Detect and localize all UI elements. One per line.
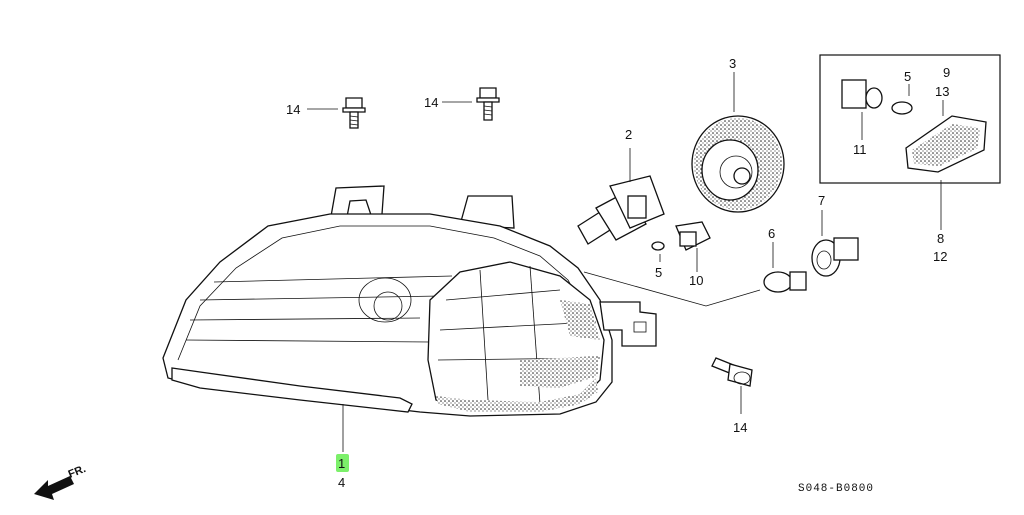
headlight-assembly xyxy=(162,185,657,417)
leader-lines xyxy=(307,72,944,452)
callout-10: 10 xyxy=(689,273,703,288)
arrow-left-icon xyxy=(34,476,74,500)
bolt-14-left xyxy=(342,97,366,129)
callout-14-left: 14 xyxy=(286,102,300,117)
callout-1: 1 xyxy=(338,456,345,471)
direction-label: FR. xyxy=(67,463,88,481)
halogen-bulb xyxy=(577,175,665,245)
front-direction-indicator: FR. xyxy=(34,463,88,500)
diagram-code: S048-B0800 xyxy=(798,483,874,495)
callout-13: 13 xyxy=(935,84,949,99)
position-bulb xyxy=(651,221,711,251)
callouts: 14 14 2 3 5 9 13 11 8 12 7 6 5 10 14 1 4 xyxy=(286,56,950,490)
callout-5-marker: 5 xyxy=(904,69,911,84)
callout-14-bottom: 14 xyxy=(733,420,747,435)
turn-signal-socket xyxy=(811,237,859,277)
callout-11: 11 xyxy=(853,142,867,157)
callout-2: 2 xyxy=(625,127,632,142)
callout-7: 7 xyxy=(818,193,825,208)
bulb-socket-ring xyxy=(691,115,785,213)
bolt-14-bottom xyxy=(711,357,753,387)
side-marker-group xyxy=(819,54,1001,184)
callout-8: 8 xyxy=(937,231,944,246)
callout-4: 4 xyxy=(338,475,345,490)
callout-12: 12 xyxy=(933,249,947,264)
callout-3: 3 xyxy=(729,56,736,71)
callout-9: 9 xyxy=(943,65,950,80)
turn-signal-bulb xyxy=(763,271,807,293)
callout-6: 6 xyxy=(768,226,775,241)
callout-5: 5 xyxy=(655,265,662,280)
highlight-marker xyxy=(336,454,349,472)
callout-14-middle: 14 xyxy=(424,95,438,110)
bolt-14-middle xyxy=(476,87,500,121)
